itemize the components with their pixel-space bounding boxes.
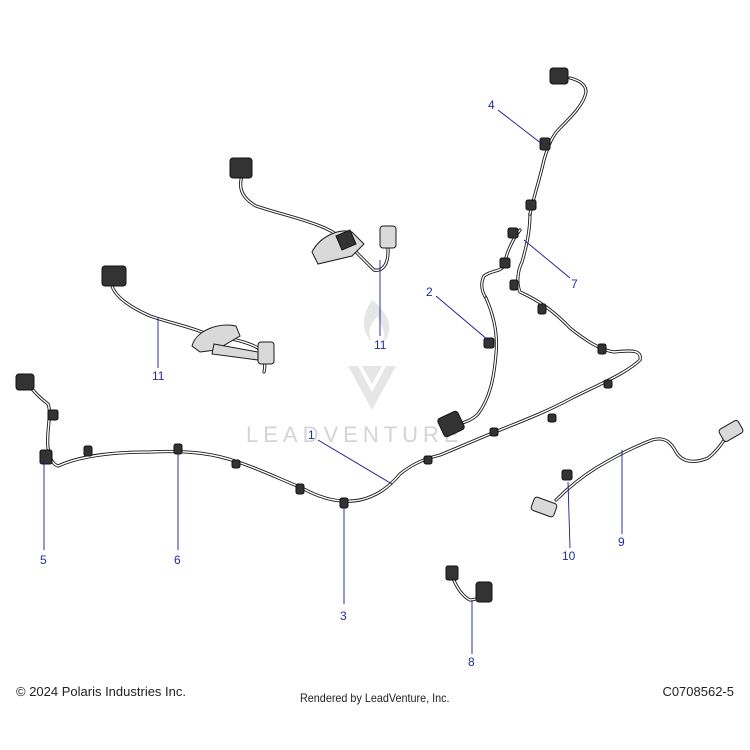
sensor-harness-11-lower bbox=[101, 265, 275, 374]
harness-clip bbox=[483, 337, 495, 349]
leadventure-watermark: LEADVENTURE bbox=[246, 300, 464, 447]
callout-9: 9 bbox=[618, 535, 625, 549]
harness-clip bbox=[499, 257, 511, 269]
harness-clip bbox=[537, 303, 547, 315]
sensor-body bbox=[335, 229, 357, 251]
leader-line-7 bbox=[523, 239, 571, 279]
sub-harness-9 bbox=[530, 420, 744, 518]
connector bbox=[530, 496, 558, 518]
connector bbox=[437, 410, 465, 438]
leader-line-10 bbox=[567, 481, 571, 549]
callout-10: 10 bbox=[562, 549, 576, 563]
callout-1: 1 bbox=[308, 428, 315, 442]
rendered-by-text: Rendered by LeadVenture, Inc. bbox=[300, 691, 450, 705]
callout-11-lower: 11 bbox=[152, 369, 165, 383]
harness-clip bbox=[339, 497, 349, 509]
harness-clip bbox=[423, 455, 433, 465]
callout-labels: 1 2 3 4 5 6 7 8 9 10 11 11 bbox=[40, 98, 625, 669]
diagram-code: C0708562-5 bbox=[662, 684, 734, 699]
connector bbox=[101, 265, 127, 287]
leader-line-2 bbox=[435, 295, 489, 341]
leader-lines bbox=[43, 109, 623, 654]
harness-clip bbox=[489, 427, 499, 437]
connector bbox=[229, 157, 253, 179]
harness-clip bbox=[83, 445, 93, 457]
copyright-text: © 2024 Polaris Industries Inc. bbox=[16, 684, 186, 699]
connector bbox=[257, 341, 275, 365]
harness-clip bbox=[445, 565, 459, 581]
harness-clip bbox=[507, 227, 519, 239]
connector bbox=[15, 373, 35, 391]
callout-5: 5 bbox=[40, 553, 47, 567]
harness-clip bbox=[173, 443, 183, 455]
harness-clip bbox=[547, 413, 557, 423]
main-wire-harness bbox=[15, 67, 642, 509]
harness-clip bbox=[539, 137, 551, 151]
harness-clip bbox=[509, 279, 519, 291]
callout-6: 6 bbox=[174, 553, 181, 567]
callout-2: 2 bbox=[426, 285, 433, 299]
connector bbox=[475, 581, 493, 603]
sensor-harness-11-upper bbox=[229, 157, 397, 272]
sub-harness-8 bbox=[445, 565, 493, 603]
watermark-text: LEADVENTURE bbox=[246, 422, 464, 447]
harness-clip bbox=[525, 199, 537, 211]
harness-clip bbox=[295, 483, 305, 495]
harness-clip bbox=[603, 379, 613, 389]
sub-harness-2 bbox=[437, 296, 499, 438]
connector bbox=[549, 67, 569, 85]
callout-8: 8 bbox=[468, 655, 475, 669]
harness-clip bbox=[47, 409, 59, 421]
callout-11-upper: 11 bbox=[374, 338, 387, 352]
harness-clip bbox=[561, 469, 573, 481]
connector bbox=[379, 225, 397, 249]
harness-clip bbox=[39, 449, 53, 465]
callout-3: 3 bbox=[340, 609, 347, 623]
callout-4: 4 bbox=[488, 98, 495, 112]
flame-logo-icon bbox=[348, 300, 396, 410]
harness-clip bbox=[597, 343, 607, 355]
leader-line-4 bbox=[497, 109, 543, 145]
harness-clip bbox=[231, 459, 241, 469]
leader-line-1 bbox=[317, 439, 393, 485]
callout-7: 7 bbox=[571, 277, 578, 291]
connector bbox=[718, 420, 744, 442]
